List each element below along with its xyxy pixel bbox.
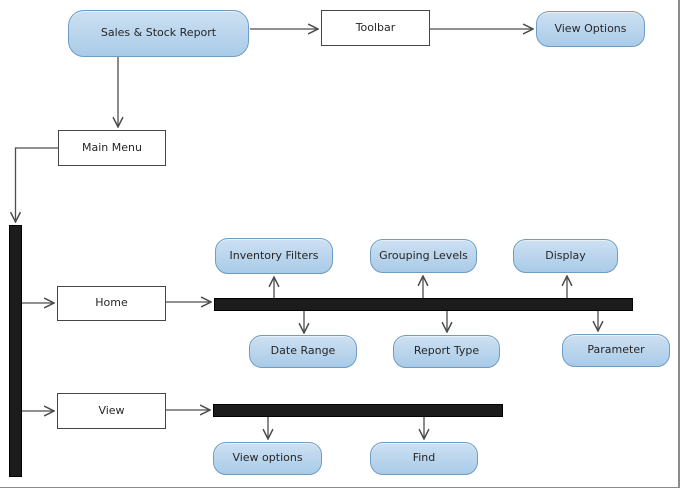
node-sales-stock-report: Sales & Stock Report (68, 10, 249, 57)
node-grouping-levels: Grouping Levels (370, 239, 477, 273)
node-date-range: Date Range (249, 335, 357, 368)
view-submenu-bar (213, 404, 503, 417)
home-submenu-bar (214, 298, 633, 311)
node-main-menu: Main Menu (58, 130, 166, 166)
node-home: Home (57, 286, 166, 321)
node-view: View (57, 393, 166, 429)
node-toolbar: Toolbar (321, 10, 430, 46)
node-inventory-filters: Inventory Filters (215, 238, 333, 274)
node-find: Find (370, 442, 478, 475)
node-view-options-top: View Options (536, 11, 645, 47)
node-report-type: Report Type (393, 335, 500, 368)
main-menu-bar (9, 225, 22, 477)
node-display: Display (513, 239, 618, 273)
connector-mainmenu-to-menubar (16, 147, 58, 222)
node-parameter: Parameter (562, 334, 670, 367)
node-view-options-bottom: View options (213, 442, 322, 475)
